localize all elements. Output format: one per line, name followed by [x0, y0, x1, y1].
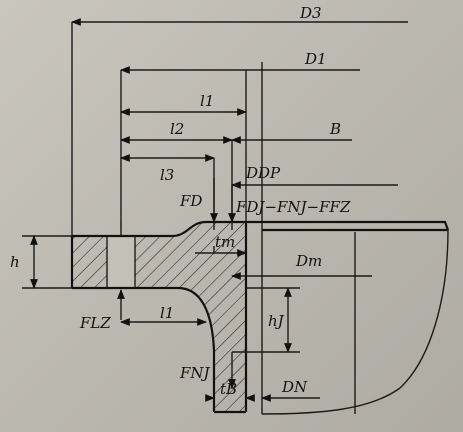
- label-fnj: FNJ: [179, 364, 211, 382]
- flange-hatch: [72, 222, 246, 288]
- label-b: B: [329, 120, 341, 138]
- label-dm: Dm: [295, 252, 322, 270]
- label-fcombo: FDJ−FNJ−FFZ: [235, 198, 351, 216]
- shell-top: [246, 220, 450, 231]
- label-l3: l3: [160, 166, 174, 184]
- label-flz: FLZ: [79, 314, 111, 332]
- label-d3: D3: [299, 4, 322, 22]
- hub-curve: [177, 286, 216, 412]
- flange-top-edge: [72, 220, 246, 238]
- label-hj: hJ: [268, 312, 285, 330]
- label-d1: D1: [304, 50, 327, 68]
- label-ddp: DDP: [245, 164, 281, 182]
- label-l1-top: l1: [200, 92, 214, 110]
- label-l1-bottom: l1: [160, 304, 174, 322]
- head-curve: [261, 229, 449, 415]
- label-l2: l2: [170, 120, 184, 138]
- label-fd: FD: [179, 192, 202, 210]
- label-tm: tm: [215, 233, 235, 251]
- bolt-hole: [107, 236, 135, 288]
- label-tb: tB: [220, 380, 237, 398]
- label-dn: DN: [281, 378, 308, 396]
- label-h: h: [10, 253, 20, 271]
